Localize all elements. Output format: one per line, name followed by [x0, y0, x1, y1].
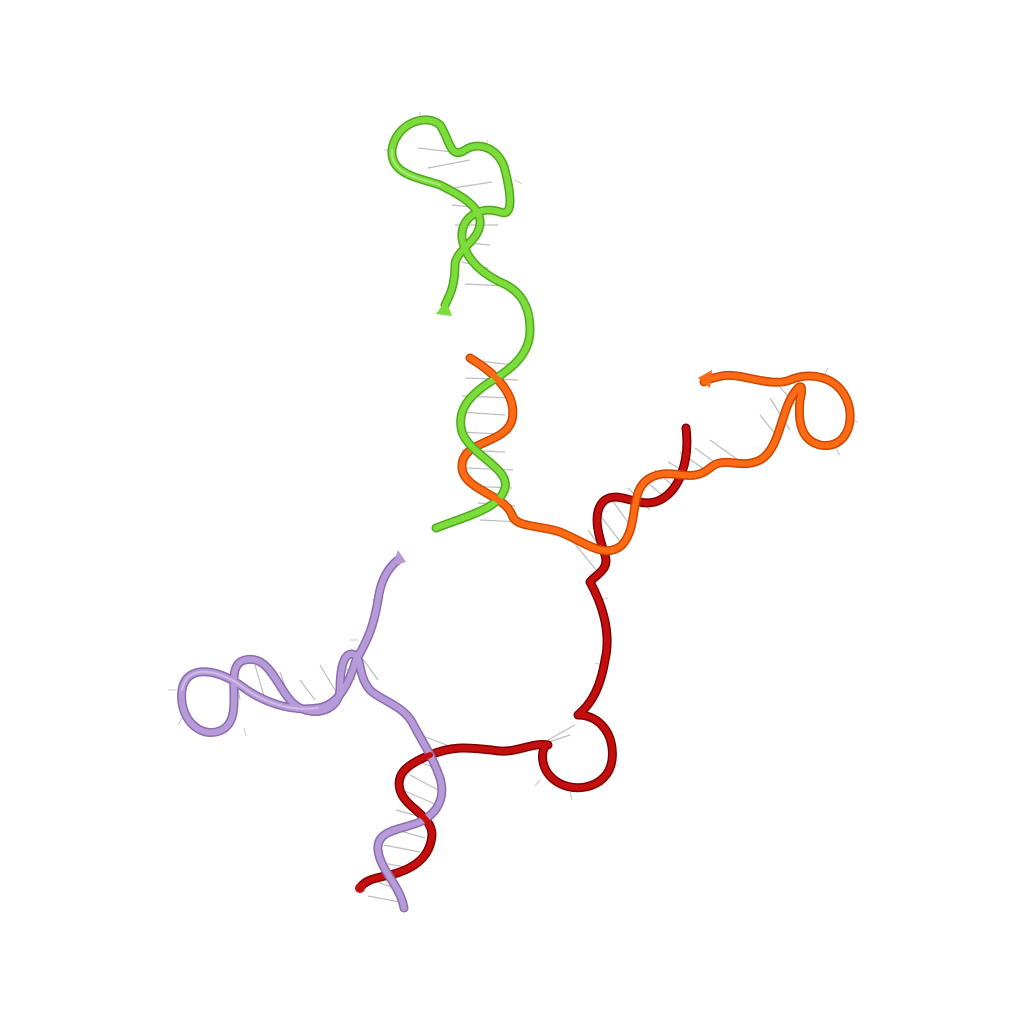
strand-green-arrowhead — [436, 300, 452, 316]
strand-lavender-arrowhead — [392, 550, 406, 566]
strand-green — [387, 115, 535, 533]
strand-red-overlap — [396, 752, 435, 838]
strand-red-end — [355, 883, 365, 893]
strand-lavender — [177, 550, 447, 913]
strand-orange-arrowhead — [698, 370, 712, 388]
nucleotide-ticks — [168, 112, 859, 801]
strand-orange-overlap — [459, 355, 625, 554]
